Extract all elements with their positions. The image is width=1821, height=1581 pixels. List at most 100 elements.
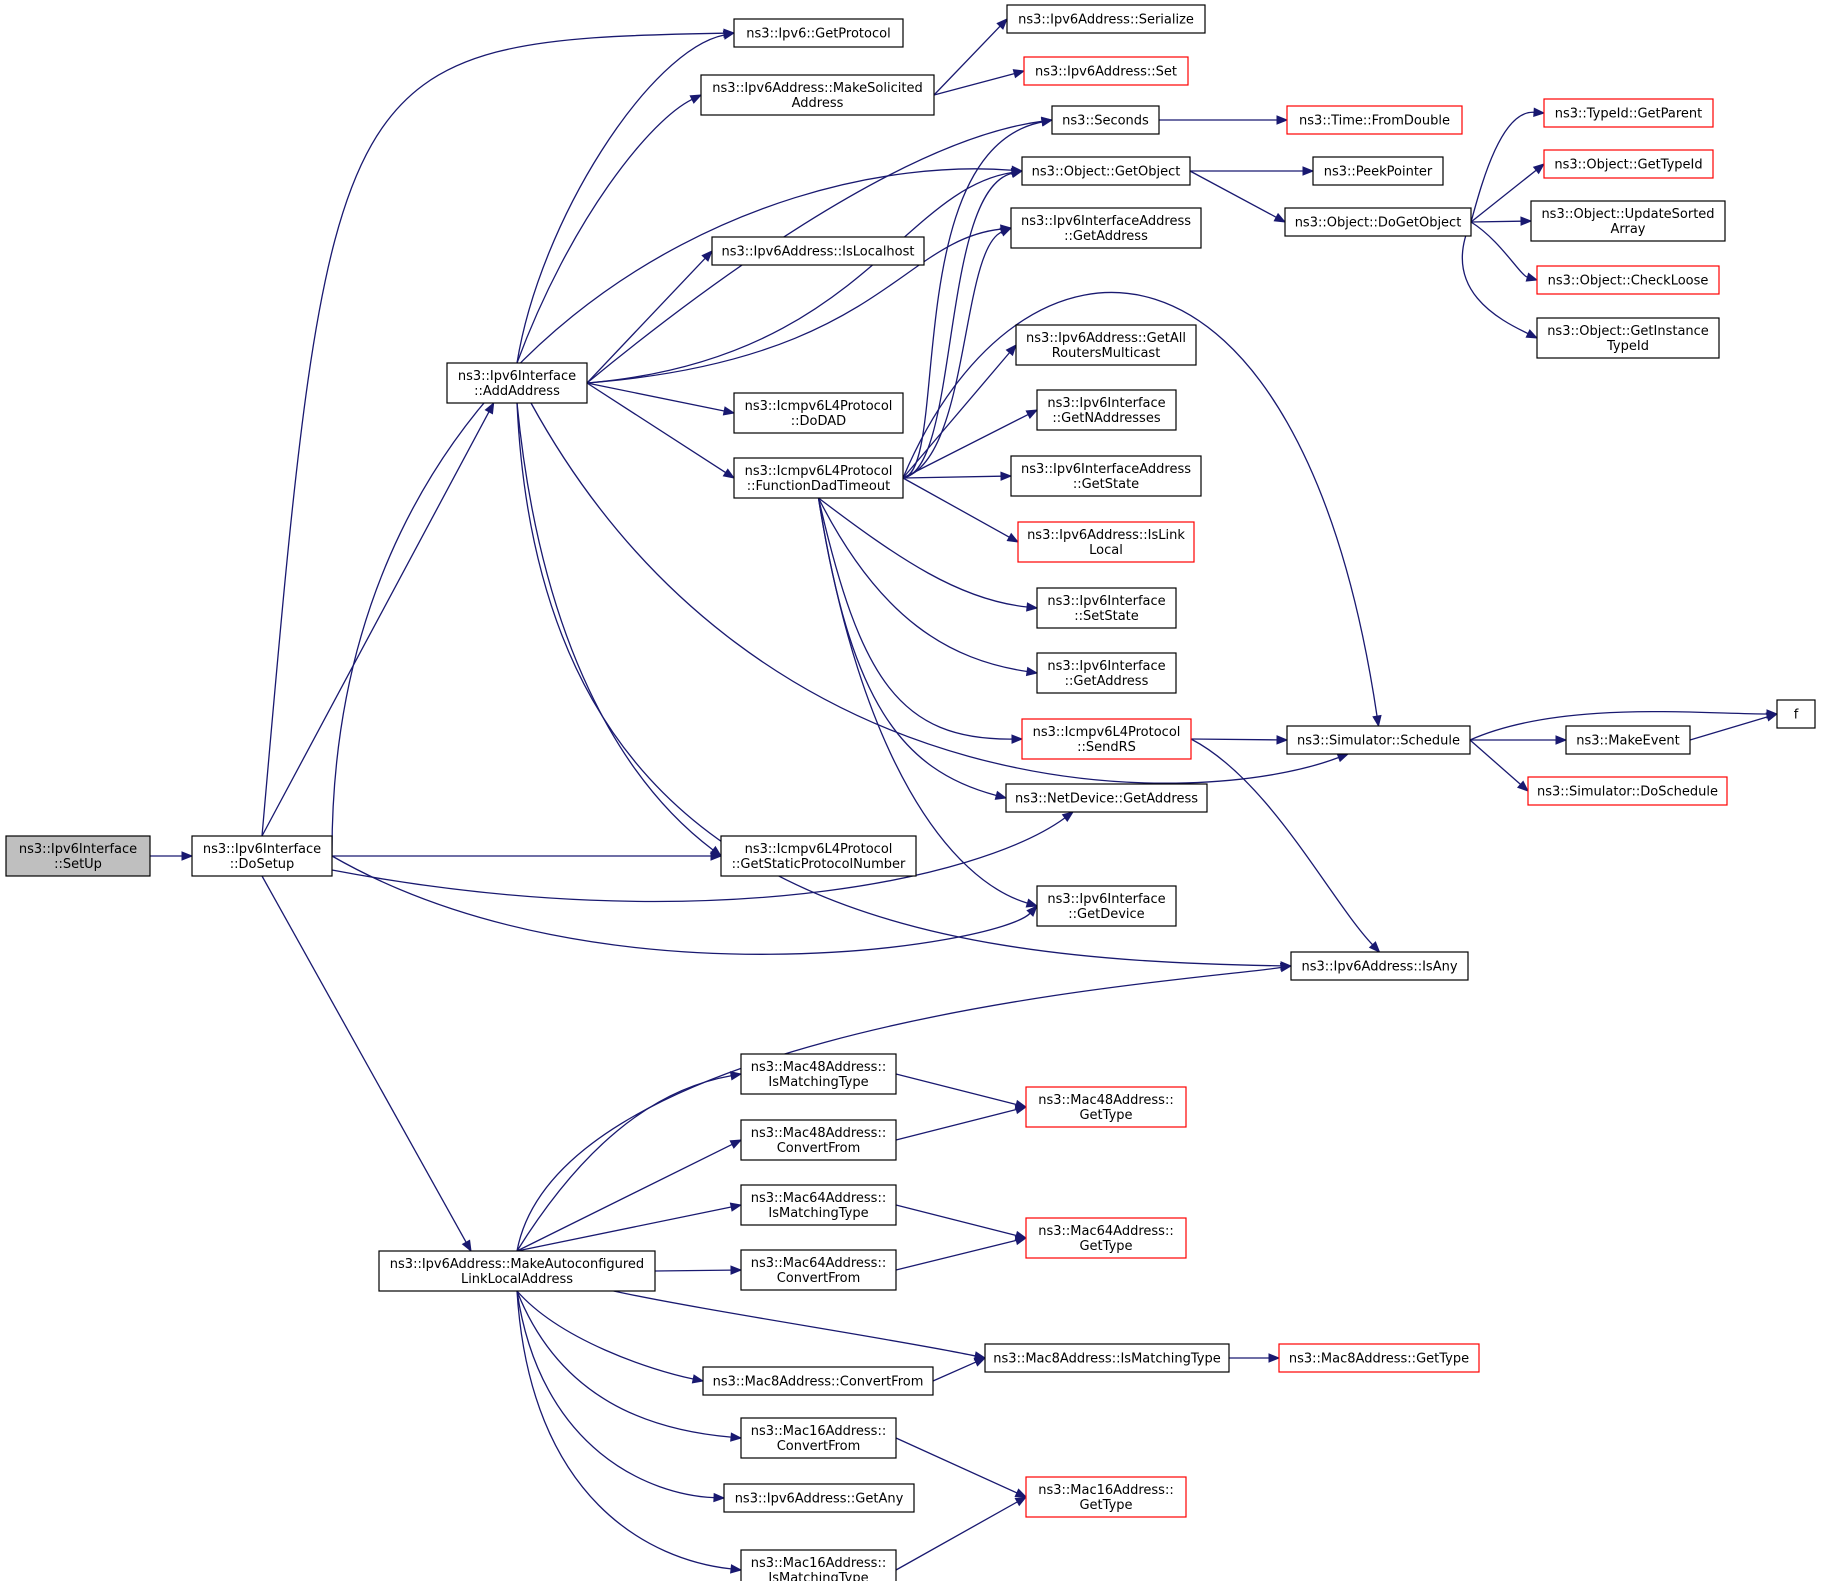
function-node-serialize[interactable]: ns3::Ipv6Address::Serialize [1006,4,1206,34]
node-box [1278,1343,1480,1373]
function-node-mac64ismatch[interactable]: ns3::Mac64Address::IsMatchingType [740,1184,897,1226]
node-label-line: ns3::Ipv6Interface [1047,594,1165,609]
function-node-makeautoconf[interactable]: ns3::Ipv6Address::MakeAutoconfiguredLink… [378,1250,656,1292]
arrowhead-icon [996,18,1008,30]
call-edge-schedule-to-makeevent [1470,735,1568,745]
function-node-mac48gettype[interactable]: ns3::Mac48Address::GetType [1025,1086,1187,1128]
arrowhead-icon [973,1357,987,1367]
function-node-gettypeid[interactable]: ns3::Object::GetTypeId [1543,149,1714,179]
node-box [700,74,935,116]
function-node-peekpointer[interactable]: ns3::PeekPointer [1312,156,1444,186]
call-edge-makesolicited-to-ipv6set [933,69,1026,96]
node-label-line: GetType [1079,1498,1132,1513]
node-label-line: ns3::TypeId::GetParent [1555,107,1703,122]
node-label-line: ::AddAddress [474,384,560,399]
node-label-line: GetType [1079,1239,1132,1254]
arrowhead-icon [1368,941,1381,953]
function-node-functiondad[interactable]: ns3::Icmpv6L4Protocol::FunctionDadTimeou… [733,457,904,499]
node-label-line: ::DoDAD [791,414,846,429]
function-node-ifaddrgetaddress[interactable]: ns3::Ipv6InterfaceAddress::GetAddress [1010,207,1202,249]
call-edge-functiondad-to-ifaddrgetstate [902,471,1013,481]
call-edge-makesolicited-to-serialize [933,18,1008,96]
node-label-line: ns3::Icmpv6L4Protocol [745,399,893,414]
function-node-mac16convert[interactable]: ns3::Mac16Address::ConvertFrom [740,1417,897,1459]
function-node-schedule[interactable]: ns3::Simulator::Schedule [1286,725,1471,755]
node-box [1536,265,1720,295]
node-box [1036,885,1177,927]
function-node-f[interactable]: f [1776,699,1816,729]
function-node-isany[interactable]: ns3::Ipv6Address::IsAny [1290,951,1469,981]
function-node-mac8convert[interactable]: ns3::Mac8Address::ConvertFrom [702,1366,934,1396]
function-node-ipv6getprotocol[interactable]: ns3::Ipv6::GetProtocol [733,18,904,48]
function-node-getstaticproto[interactable]: ns3::Icmpv6L4Protocol::GetStaticProtocol… [720,835,917,877]
function-node-getdevice[interactable]: ns3::Ipv6Interface::GetDevice [1036,885,1177,927]
function-node-ifaddrgetstate[interactable]: ns3::Ipv6InterfaceAddress::GetState [1010,455,1202,497]
node-label-line: ns3::Mac16Address:: [751,1556,886,1571]
function-node-getparent[interactable]: ns3::TypeId::GetParent [1543,98,1714,128]
node-label-line: ns3::Ipv6Address::IsLocalhost [722,245,915,260]
function-node-ipv6set[interactable]: ns3::Ipv6Address::Set [1023,56,1189,86]
node-label-line: ns3::Object::GetObject [1032,165,1181,180]
arrowhead-icon [729,1139,743,1149]
node-label-line: ns3::Icmpv6L4Protocol [1033,725,1181,740]
function-node-getobject[interactable]: ns3::Object::GetObject [1021,156,1191,186]
function-node-mac8gettype[interactable]: ns3::Mac8Address::GetType [1278,1343,1480,1373]
node-label-line: ns3::Icmpv6L4Protocol [745,464,893,479]
call-edge-dogetobject-to-gettypeid [1470,163,1546,223]
call-edge-dosetup-to-addaddress [261,401,495,837]
function-node-dosetup[interactable]: ns3::Ipv6Interface::DoSetup [191,835,333,877]
function-node-setup[interactable]: ns3::Ipv6Interface::SetUp [5,835,151,877]
node-label-line: ns3::Object::GetInstance [1547,324,1709,339]
function-node-makeevent[interactable]: ns3::MakeEvent [1565,725,1691,755]
call-edge-addaddress-to-getobject [586,167,1024,384]
function-node-mac16ismatch[interactable]: ns3::Mac16Address::IsMatchingType [740,1549,897,1581]
arrowhead-icon [1005,343,1017,357]
node-label-line: ns3::Ipv6Interface [19,842,137,857]
function-node-fromdouble[interactable]: ns3::Time::FromDouble [1286,105,1463,135]
function-node-getnaddresses[interactable]: ns3::Ipv6Interface::GetNAddresses [1036,389,1177,431]
function-node-setstate[interactable]: ns3::Ipv6Interface::SetState [1036,587,1177,629]
node-label-line: TypeId [1606,339,1649,354]
function-node-checkloose[interactable]: ns3::Object::CheckLoose [1536,265,1720,295]
function-node-mac48ismatch[interactable]: ns3::Mac48Address::IsMatchingType [740,1053,897,1095]
function-node-dodad[interactable]: ns3::Icmpv6L4Protocol::DoDAD [733,392,904,434]
function-node-mac8ismatch[interactable]: ns3::Mac8Address::IsMatchingType [984,1343,1230,1373]
node-box [740,1119,897,1161]
node-label-line: ::GetState [1073,477,1139,492]
node-label-line: RoutersMulticast [1052,346,1161,361]
node-label-line: ns3::Mac16Address:: [1038,1483,1173,1498]
node-label-line: ns3::Seconds [1062,114,1149,129]
function-node-seconds[interactable]: ns3::Seconds [1051,105,1160,135]
function-node-islocalhost[interactable]: ns3::Ipv6Address::IsLocalhost [711,236,925,266]
function-node-netdevgetaddress[interactable]: ns3::NetDevice::GetAddress [1005,783,1208,813]
arrowhead-icon [1025,409,1039,419]
function-node-ifgetaddress[interactable]: ns3::Ipv6Interface::GetAddress [1036,652,1177,694]
node-label-line: ns3::Ipv6InterfaceAddress [1021,462,1191,477]
arrowhead-icon [1276,735,1289,745]
function-node-addaddress[interactable]: ns3::Ipv6Interface::AddAddress [446,362,588,404]
arrowhead-icon [1012,69,1026,79]
function-node-dogetobject[interactable]: ns3::Object::DoGetObject [1284,207,1472,237]
call-edge-mac8ismatch-to-mac8gettype [1229,1353,1281,1363]
node-label-line: ns3::Ipv6::GetProtocol [746,27,890,42]
function-node-mac64gettype[interactable]: ns3::Mac64Address::GetType [1025,1217,1187,1259]
function-node-getany[interactable]: ns3::Ipv6Address::GetAny [723,1483,915,1513]
arrowhead-icon [729,1071,743,1081]
function-node-doschedule[interactable]: ns3::Simulator::DoSchedule [1527,776,1728,806]
arrowhead-icon [1014,1496,1028,1507]
node-label-line: ns3::Ipv6Address::IsAny [1301,960,1457,975]
node-box [711,236,925,266]
function-node-mac48convert[interactable]: ns3::Mac48Address::ConvertFrom [740,1119,897,1161]
function-node-mac16gettype[interactable]: ns3::Mac16Address::GetType [1025,1476,1187,1518]
function-node-sendrs[interactable]: ns3::Icmpv6L4Protocol::SendRS [1021,718,1192,760]
node-box [1025,1476,1187,1518]
function-node-mac64convert[interactable]: ns3::Mac64Address::ConvertFrom [740,1249,897,1291]
node-box [1036,389,1177,431]
node-label-line: ::GetNAddresses [1052,411,1160,426]
node-label-line: ConvertFrom [777,1439,861,1454]
